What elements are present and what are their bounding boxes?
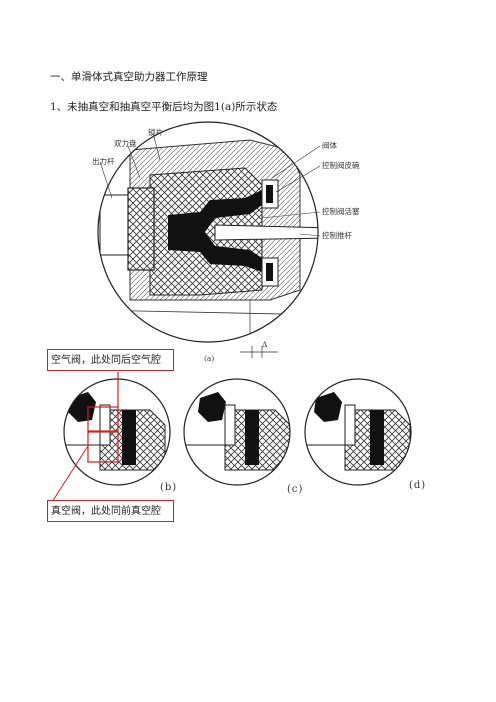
figure-c-caption: (c) xyxy=(287,484,304,495)
label-control-valve-cup: 控制阀皮碗 xyxy=(322,161,360,170)
figure-a-drawing xyxy=(98,122,318,342)
label-lock-plate: 锁片 xyxy=(148,128,163,137)
figure-d-drawing xyxy=(305,379,411,485)
label-control-valve-plunger: 控制阀活塞 xyxy=(322,207,360,216)
section-heading: 一、单滑体式真空助力器工作原理 xyxy=(50,71,208,83)
label-output-rod: 出力杆 xyxy=(92,157,115,166)
label-control-push-rod: 控制推杆 xyxy=(322,231,352,240)
label-booster-disc: 双力盘 xyxy=(114,139,137,148)
figure-c-drawing xyxy=(184,379,290,485)
subsection-heading: 1、未抽真空和抽真空平衡后均为图1(a)所示状态 xyxy=(50,101,278,113)
figure-a-caption: (a) xyxy=(204,354,215,363)
callout-air-valve: 空气阀，此处同后空气腔 xyxy=(47,349,174,371)
figure-d-caption: (d) xyxy=(409,480,427,491)
label-delta: Δ xyxy=(262,340,268,349)
label-valve-body: 阀体 xyxy=(322,141,337,150)
callout-vacuum-valve: 真空阀，此处同前真空腔 xyxy=(47,500,174,522)
figure-b-caption: (b) xyxy=(160,482,178,493)
